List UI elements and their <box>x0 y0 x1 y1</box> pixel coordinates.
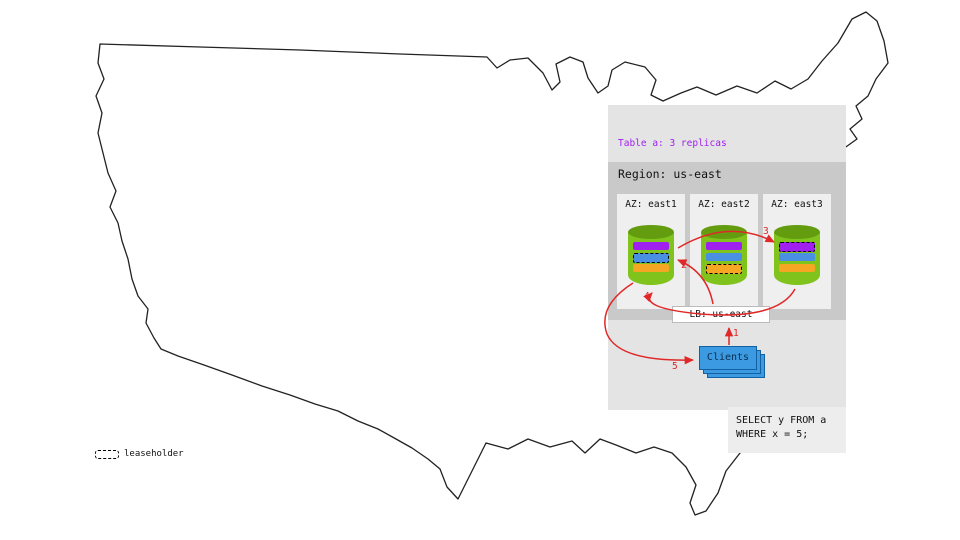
replica-index-a <box>706 253 742 261</box>
az-box-east3: AZ: east3 <box>763 194 831 309</box>
cylinder-top <box>774 225 820 239</box>
replica-table-b <box>633 264 669 272</box>
leaseholder-swatch-icon <box>95 449 119 459</box>
replica-index-a-leaseholder <box>633 253 669 263</box>
replica-table-a <box>633 242 669 250</box>
replica-table-b-leaseholder <box>706 264 742 274</box>
az-label-east3: AZ: east3 <box>771 199 823 210</box>
cylinder-top <box>628 225 674 239</box>
flow-step-3: 3 <box>763 226 769 237</box>
flow-step-1: 1 <box>733 328 739 339</box>
leaseholder-key-label: leaseholder <box>124 449 184 459</box>
replica-index-a <box>779 253 815 261</box>
replica-table-b <box>779 264 815 272</box>
db-node-east2 <box>701 225 747 287</box>
sql-line-2: WHERE x = 5; <box>736 429 809 440</box>
flow-step-4: 4 <box>644 291 650 302</box>
sql-line-1: SELECT y FROM a <box>736 415 827 426</box>
clients-stack: Clients <box>699 346 769 382</box>
az-label-east1: AZ: east1 <box>625 199 677 210</box>
cylinder-top <box>701 225 747 239</box>
flow-step-2: 2 <box>681 260 687 271</box>
replica-table-a <box>706 242 742 250</box>
az-box-east2: AZ: east2 <box>690 194 758 309</box>
legend-table-a: Table a: 3 replicas <box>618 138 727 149</box>
region-label: Region: us-east <box>618 167 722 181</box>
replica-table-a-leaseholder <box>779 242 815 252</box>
load-balancer: LB: us-east <box>672 306 770 323</box>
leaseholder-key: leaseholder <box>95 449 184 461</box>
db-node-east3 <box>774 225 820 287</box>
az-box-east1: AZ: east1 <box>617 194 685 309</box>
clients-label: Clients <box>699 346 757 370</box>
az-label-east2: AZ: east2 <box>698 199 750 210</box>
sql-query-box: SELECT y FROM a WHERE x = 5; <box>728 407 846 453</box>
flow-step-5: 5 <box>672 361 678 372</box>
topology-panel: Table a: 3 replicas Index a: 3 replicas … <box>608 105 846 410</box>
db-node-east1 <box>628 225 674 287</box>
